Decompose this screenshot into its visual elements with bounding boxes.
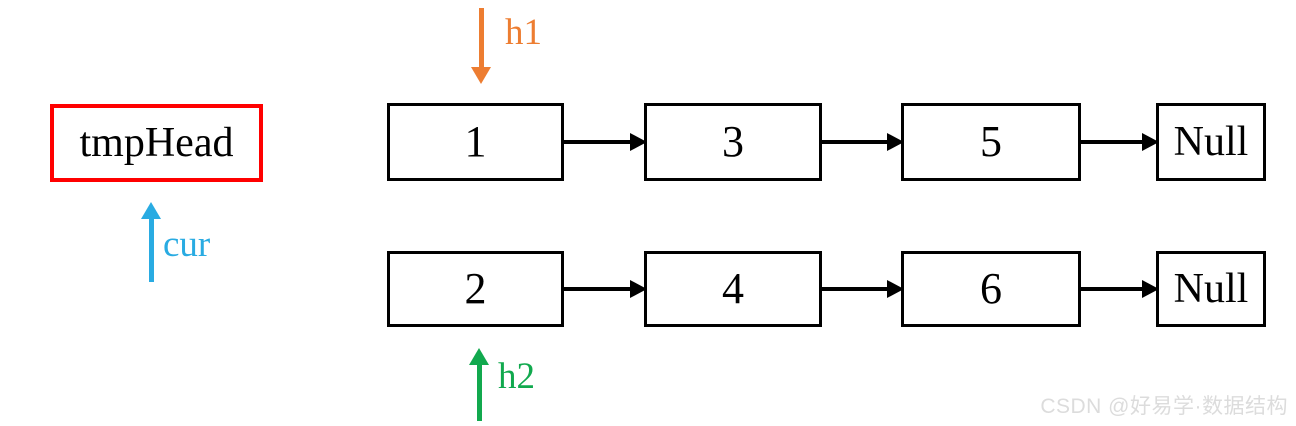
list1-node-5: 5 xyxy=(901,103,1081,181)
h1-pointer-arrow-icon xyxy=(471,8,491,84)
arrow-shaft xyxy=(562,140,634,144)
node-value: 2 xyxy=(464,264,487,313)
arrowhead xyxy=(471,67,491,84)
node-value: 5 xyxy=(980,117,1002,166)
arrow-shaft xyxy=(820,287,891,291)
arrow-shaft xyxy=(1079,140,1146,144)
next-arrow-icon xyxy=(820,133,904,151)
list1-node-3: 3 xyxy=(644,103,822,181)
next-arrow-icon xyxy=(1079,133,1159,151)
cur-pointer-arrow-icon xyxy=(141,202,161,282)
arrowhead xyxy=(887,280,904,298)
list2-node-4: 4 xyxy=(644,251,822,327)
arrow-shaft xyxy=(562,287,634,291)
next-arrow-icon xyxy=(562,280,647,298)
h2-pointer-label: h2 xyxy=(498,356,535,397)
arrowhead xyxy=(630,280,647,298)
next-arrow-icon xyxy=(562,133,647,151)
h1-pointer-label: h1 xyxy=(505,12,542,53)
list2-node-6: 6 xyxy=(901,251,1081,327)
list2-node-2: 2 xyxy=(387,251,564,327)
list1-node-1: 1 xyxy=(387,103,564,181)
csdn-watermark: CSDN @好易学·数据结构 xyxy=(1040,395,1288,418)
arrowhead xyxy=(141,202,161,219)
tmphead-label: tmpHead xyxy=(79,120,234,166)
node-value: 6 xyxy=(980,264,1002,313)
tmphead-box: tmpHead xyxy=(50,104,263,182)
arrowhead xyxy=(1142,133,1159,151)
list2-null-terminator: Null xyxy=(1156,251,1266,327)
arrowhead xyxy=(887,133,904,151)
node-value: 1 xyxy=(464,117,487,166)
arrow-shaft xyxy=(1079,287,1146,291)
arrowhead xyxy=(469,348,489,365)
node-value: 3 xyxy=(722,117,744,166)
h2-pointer-arrow-icon xyxy=(469,348,489,421)
arrow-shaft xyxy=(148,217,154,282)
list1-null-terminator: Null xyxy=(1156,103,1266,181)
arrowhead xyxy=(630,133,647,151)
arrow-shaft xyxy=(476,363,482,421)
null-label: Null xyxy=(1173,266,1249,312)
arrow-shaft xyxy=(820,140,891,144)
arrow-shaft xyxy=(478,8,484,69)
null-label: Null xyxy=(1173,119,1249,165)
node-value: 4 xyxy=(722,264,744,313)
arrowhead xyxy=(1142,280,1159,298)
cur-pointer-label: cur xyxy=(163,224,211,265)
next-arrow-icon xyxy=(1079,280,1159,298)
next-arrow-icon xyxy=(820,280,904,298)
